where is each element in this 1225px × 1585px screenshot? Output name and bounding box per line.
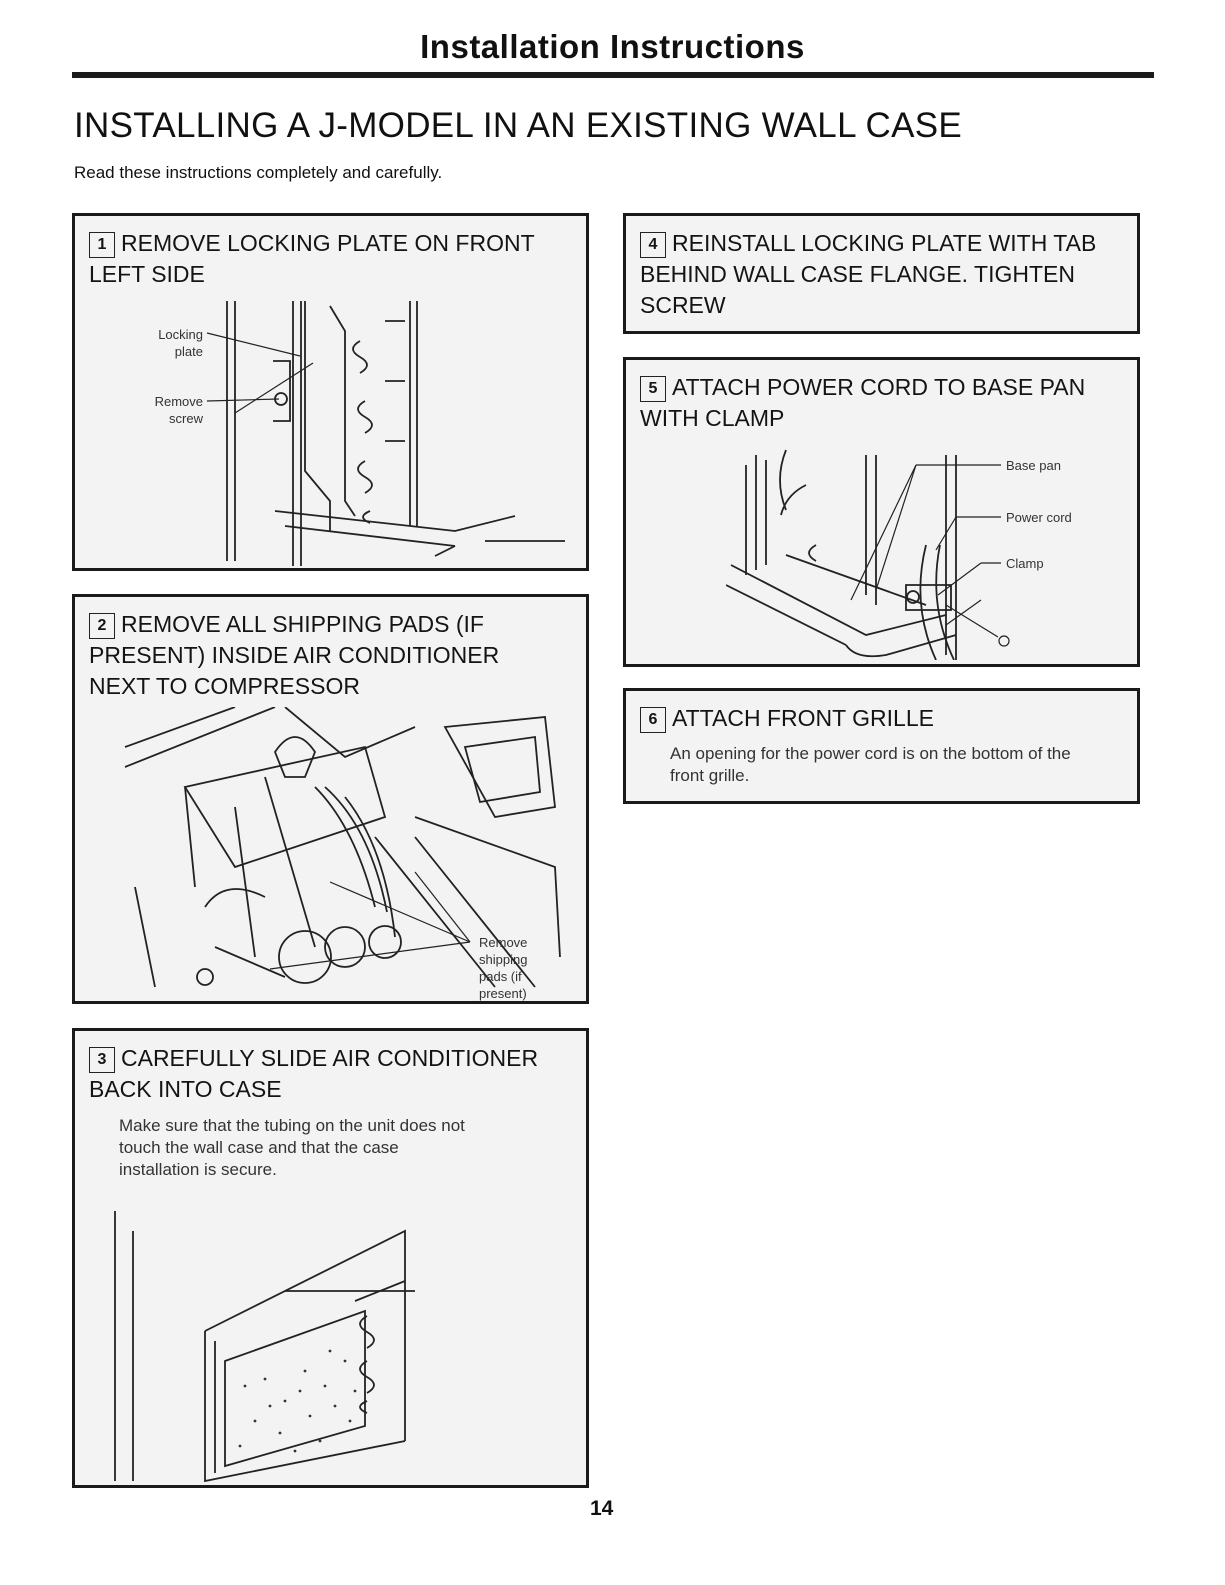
step-heading-text: ATTACH POWER CORD TO BASE PAN WITH CLAMP	[640, 374, 1086, 431]
step-number-badge: 1	[89, 232, 115, 258]
step-number-badge: 3	[89, 1047, 115, 1073]
step-heading-text: CAREFULLY SLIDE AIR CONDITIONER BACK INT…	[89, 1045, 539, 1102]
step-3-illustration	[114, 1211, 415, 1483]
header-rule	[72, 72, 1154, 78]
label-screw: screw	[169, 411, 204, 426]
label-remove: Remove	[155, 394, 203, 409]
step-1-illustration: Locking plate Remove screw	[155, 301, 565, 566]
step-number-badge: 4	[640, 232, 666, 258]
step-heading-text: REMOVE ALL SHIPPING PADS (IF PRESENT) IN…	[89, 611, 500, 699]
step-heading-text: ATTACH FRONT GRILLE	[672, 705, 934, 731]
header-title: Installation Instructions	[420, 28, 805, 65]
label-shipping: shipping	[479, 952, 527, 967]
label-locking: Locking	[158, 327, 203, 342]
step-2-illustration: Remove shipping pads (if present)	[124, 707, 561, 1001]
step-3-body: Make sure that the tubing on the unit do…	[119, 1116, 465, 1179]
step-5-illustration: Base pan Power cord Clamp	[726, 449, 1072, 660]
label-plate: plate	[175, 344, 203, 359]
label-present: present)	[479, 986, 527, 1001]
step-6-body: An opening for the power cord is on the …	[670, 744, 1071, 785]
step-number-badge: 5	[640, 376, 666, 402]
page-subtitle: Read these instructions completely and c…	[74, 163, 443, 182]
label-pads-if: pads (if	[479, 969, 522, 984]
step-number-badge: 6	[640, 707, 666, 733]
step-heading-text: REINSTALL LOCKING PLATE WITH TAB BEHIND …	[640, 230, 1097, 318]
step-heading-text: REMOVE LOCKING PLATE ON FRONT LEFT SIDE	[89, 230, 535, 287]
label-clamp: Clamp	[1006, 556, 1044, 571]
label-remove: Remove	[479, 935, 527, 950]
step-number-badge: 2	[89, 613, 115, 639]
page-title: INSTALLING A J-MODEL IN AN EXISTING WALL…	[74, 106, 963, 145]
label-base-pan: Base pan	[1006, 458, 1061, 473]
label-power-cord: Power cord	[1006, 510, 1072, 525]
page-number: 14	[590, 1497, 614, 1520]
